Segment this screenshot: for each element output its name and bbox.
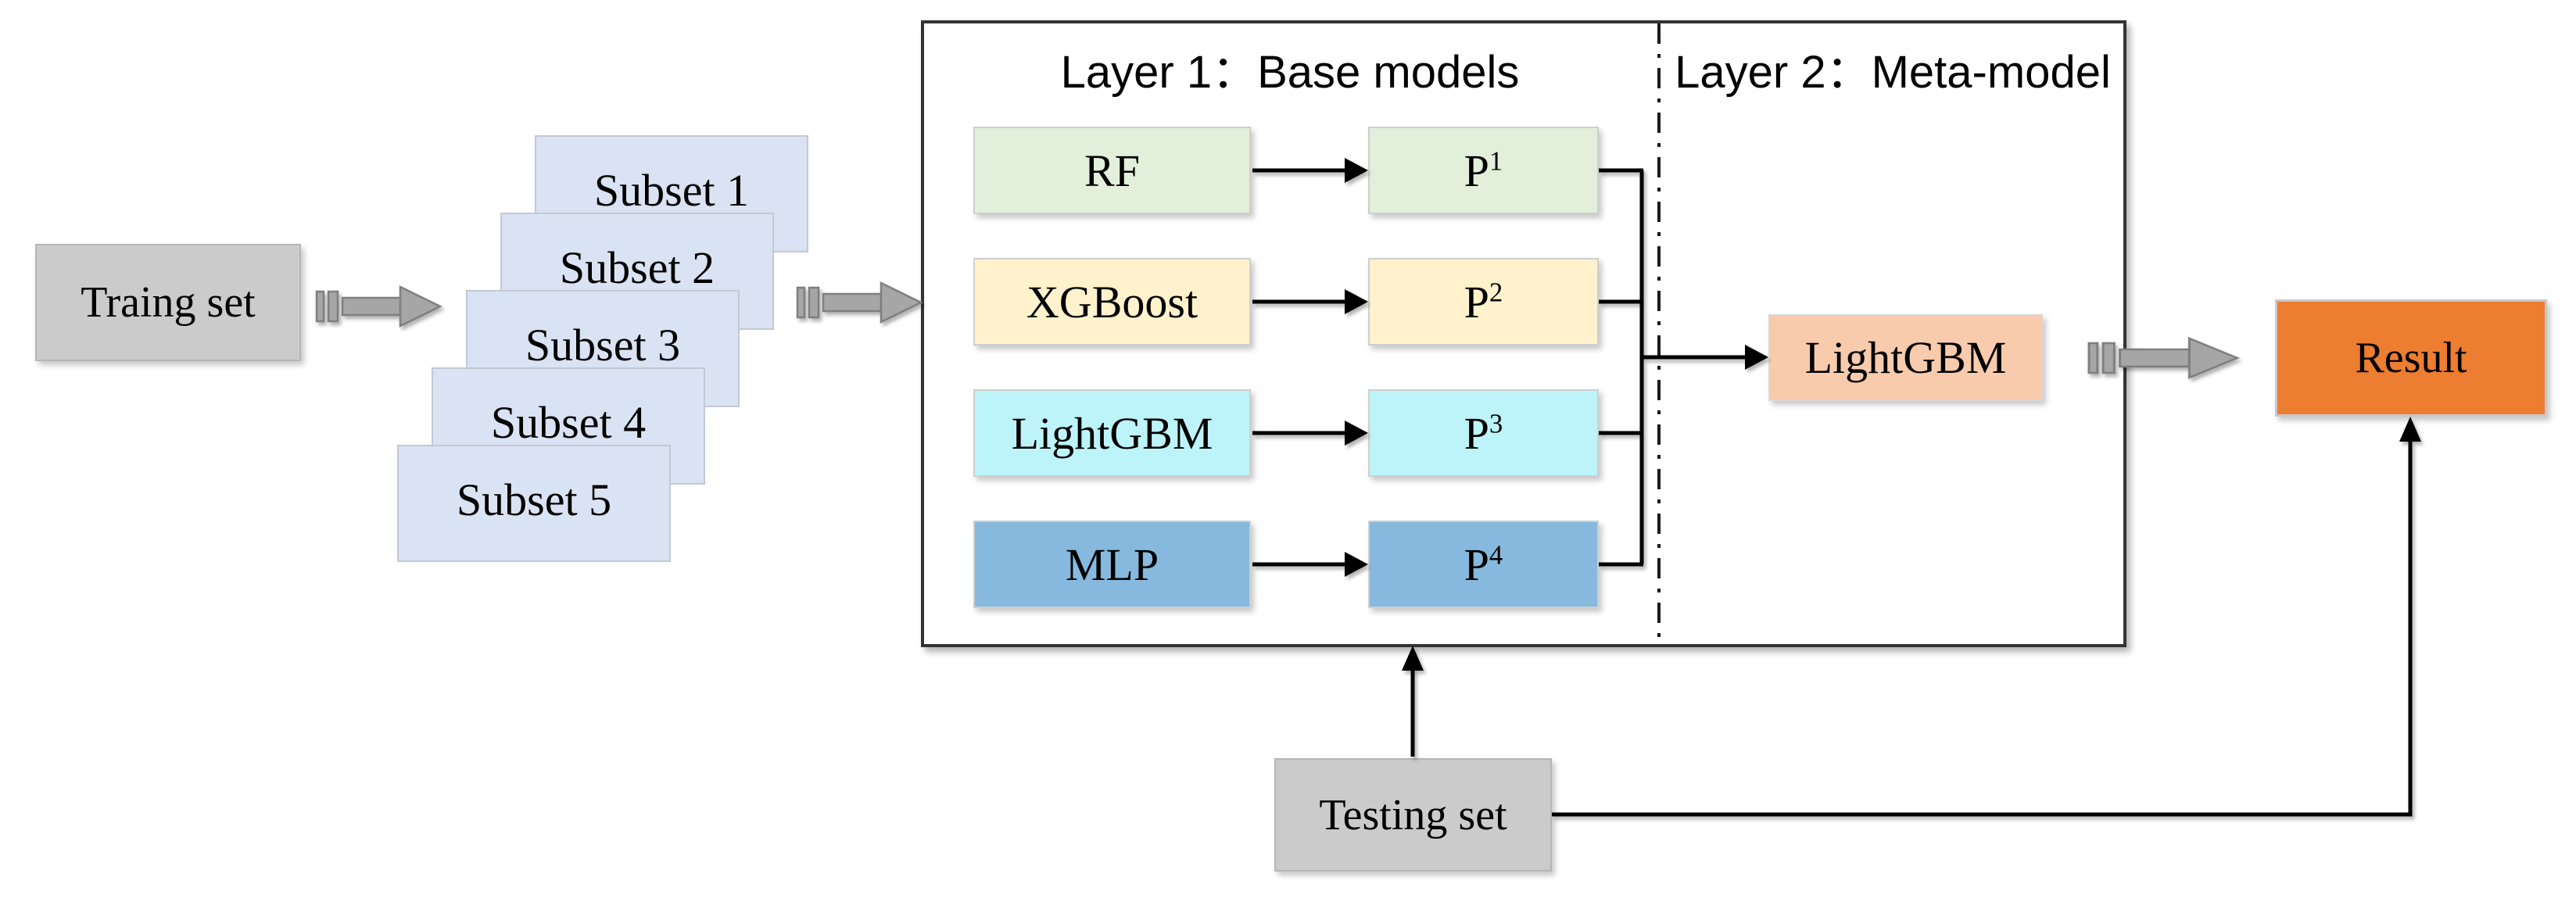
layer1-title: Layer 1：Base models: [1060, 47, 1520, 98]
subset-label: Subset 5: [456, 474, 612, 525]
model-box-xgboost: XGBoost: [973, 258, 1251, 345]
flow-arrow-subsets-to-layer1-icon: [796, 281, 923, 324]
prediction-label: P2: [1464, 276, 1503, 328]
prediction-label: P4: [1464, 539, 1503, 590]
prediction-box-p1: P1: [1368, 127, 1599, 214]
arrowhead-result-bottom-icon: [2399, 417, 2421, 442]
subset-box-5: Subset 5: [397, 445, 671, 562]
model-box-rf: RF: [973, 127, 1251, 214]
flow-arrow-training-to-subsets-icon: [315, 285, 442, 328]
layer2-title: Layer 2：Meta-model: [1675, 47, 2111, 98]
model-box-mlp: MLP: [973, 521, 1251, 608]
prediction-box-p2: P2: [1368, 258, 1599, 345]
prediction-box-p3: P3: [1368, 389, 1599, 477]
prediction-label: P1: [1464, 145, 1503, 196]
training-set-label: Traing set: [81, 278, 256, 327]
result-label: Result: [2355, 334, 2467, 382]
arrowhead-panel-bottom-icon: [1402, 646, 1424, 671]
meta-model-box: LightGBM: [1768, 314, 2043, 401]
testing-set-label: Testing set: [1319, 790, 1507, 839]
model-label: LightGBM: [1011, 407, 1213, 459]
meta-model-label: LightGBM: [1804, 332, 2007, 383]
model-label: RF: [1084, 145, 1140, 196]
prediction-box-p4: P4: [1368, 521, 1599, 608]
subset-label: Subset 4: [490, 396, 647, 448]
subset-label: Subset 3: [525, 319, 681, 370]
model-label: XGBoost: [1026, 276, 1198, 328]
testing-set-box: Testing set: [1274, 758, 1552, 872]
training-set-box: Traing set: [35, 244, 301, 361]
result-box: Result: [2275, 299, 2547, 417]
model-label: MLP: [1065, 539, 1159, 590]
subset-label: Subset 1: [593, 164, 750, 216]
model-box-lightgbm: LightGBM: [973, 389, 1251, 477]
prediction-label: P3: [1464, 407, 1503, 459]
subset-label: Subset 2: [559, 242, 715, 293]
